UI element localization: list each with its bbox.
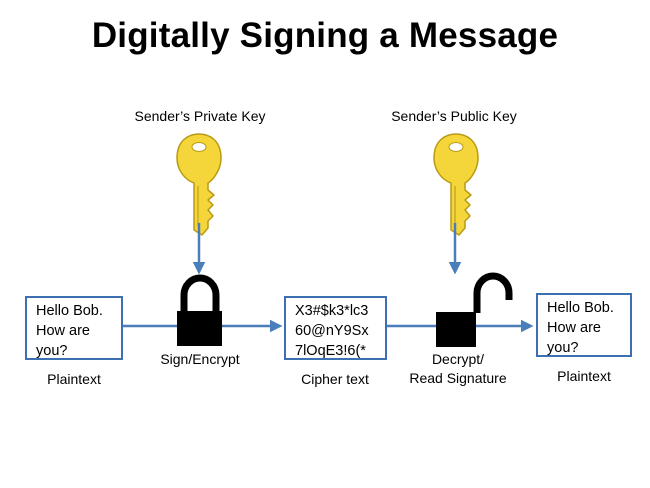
public-key-label: Sender’s Public Key xyxy=(391,108,517,124)
private-key-icon xyxy=(176,133,222,236)
public-key-icon xyxy=(433,133,479,236)
cipher-text-label: Cipher text xyxy=(301,371,369,387)
plaintext-input-box: Hello Bob. How are you? xyxy=(25,296,123,360)
private-key-label: Sender’s Private Key xyxy=(134,108,266,124)
page-title: Digitally Signing a Message xyxy=(91,16,559,55)
open-lock-icon xyxy=(436,272,513,347)
cipher-text-box: X3#$k3*lc3 60@nY9Sx 7lOqE3!6(* xyxy=(284,296,387,360)
decrypt-label-line2: Read Signature xyxy=(409,370,507,386)
sign-encrypt-label: Sign/Encrypt xyxy=(160,351,240,367)
plaintext-input-label: Plaintext xyxy=(47,371,101,387)
plaintext-output-label: Plaintext xyxy=(557,368,611,384)
plaintext-output-box: Hello Bob. How are you? xyxy=(536,293,632,357)
decrypt-label-line1: Decrypt/ xyxy=(431,351,485,367)
closed-lock-icon xyxy=(177,274,222,346)
